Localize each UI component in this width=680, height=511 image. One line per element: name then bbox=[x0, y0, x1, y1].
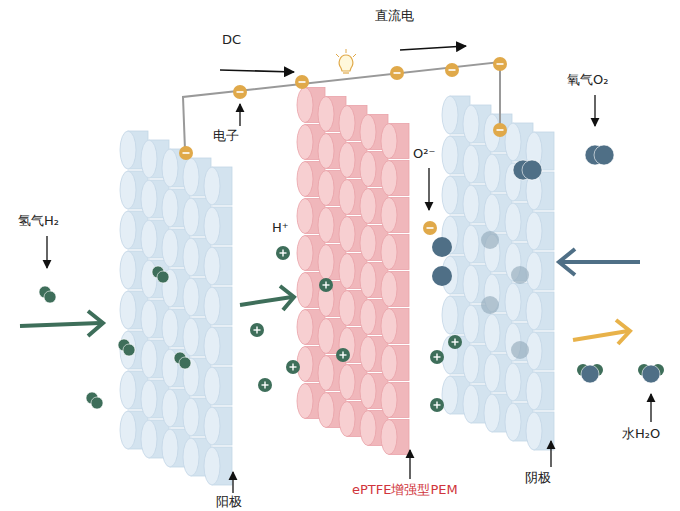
cylinder bbox=[204, 367, 232, 405]
cylinder bbox=[381, 346, 409, 381]
molecule bbox=[174, 352, 191, 369]
oxygen-atom bbox=[511, 341, 529, 359]
cylinder bbox=[381, 124, 409, 159]
cylinder bbox=[526, 292, 554, 330]
electron bbox=[179, 146, 193, 160]
cylinder bbox=[204, 287, 232, 325]
water-molecule bbox=[638, 364, 664, 383]
proton bbox=[430, 350, 444, 364]
proton bbox=[336, 348, 350, 362]
proton bbox=[286, 360, 300, 374]
electron bbox=[390, 66, 404, 80]
proton bbox=[258, 378, 272, 392]
cylinder bbox=[526, 412, 554, 450]
electrode-plate bbox=[297, 88, 409, 455]
oxygen-ion bbox=[432, 266, 452, 286]
molecule bbox=[152, 266, 169, 283]
molecule bbox=[513, 160, 542, 180]
electrode-plate bbox=[442, 96, 554, 450]
water-molecule bbox=[577, 364, 603, 383]
electron bbox=[423, 221, 437, 235]
cylinder bbox=[526, 372, 554, 410]
electrode-plate bbox=[120, 131, 232, 485]
label: H⁺ bbox=[272, 220, 289, 236]
cylinder bbox=[204, 327, 232, 365]
proton bbox=[319, 278, 333, 292]
cylinder bbox=[204, 407, 232, 445]
oxygen-atom bbox=[481, 296, 499, 314]
molecule bbox=[39, 286, 56, 303]
bulb-icon bbox=[336, 49, 356, 73]
cylinder bbox=[381, 272, 409, 307]
proton bbox=[430, 398, 444, 412]
cylinder bbox=[204, 247, 232, 285]
oxygen-ion bbox=[432, 237, 452, 257]
electron bbox=[493, 123, 507, 137]
current-arrow bbox=[400, 46, 466, 50]
cylinder bbox=[381, 161, 409, 196]
label: 氧气O₂ bbox=[567, 72, 608, 88]
molecule bbox=[585, 145, 614, 165]
molecule bbox=[86, 392, 103, 409]
electron bbox=[233, 85, 247, 99]
cylinder bbox=[381, 309, 409, 344]
electron bbox=[445, 63, 459, 77]
flow-arrows bbox=[20, 249, 640, 344]
cylinder bbox=[381, 198, 409, 233]
cylinder bbox=[204, 447, 232, 485]
proton bbox=[276, 246, 290, 260]
cylinder bbox=[526, 252, 554, 290]
cylinder bbox=[526, 332, 554, 370]
leader-arrows bbox=[47, 95, 651, 493]
label: DC bbox=[222, 32, 241, 48]
cylinder bbox=[381, 420, 409, 455]
label: 直流电 bbox=[375, 8, 414, 24]
cylinder bbox=[381, 383, 409, 418]
proton bbox=[448, 335, 462, 349]
oxygen-atom bbox=[481, 231, 499, 249]
oxygen-atom bbox=[511, 266, 529, 284]
current-arrow bbox=[220, 70, 294, 72]
label: 阴极 bbox=[525, 470, 551, 486]
electron bbox=[295, 75, 309, 89]
label: 阳极 bbox=[216, 494, 242, 510]
cylinder bbox=[204, 207, 232, 245]
electron bbox=[493, 57, 507, 71]
label: 氢气H₂ bbox=[18, 213, 59, 229]
label: 水H₂O bbox=[622, 426, 660, 442]
label: ePTFE增强型PEM bbox=[352, 482, 458, 498]
cylinder bbox=[204, 167, 232, 205]
cylinder bbox=[526, 212, 554, 250]
cylinder bbox=[381, 235, 409, 270]
label: O²⁻ bbox=[413, 146, 435, 162]
proton bbox=[250, 323, 264, 337]
molecule bbox=[118, 339, 135, 356]
external-wire bbox=[183, 62, 500, 150]
label: 电子 bbox=[213, 128, 239, 144]
